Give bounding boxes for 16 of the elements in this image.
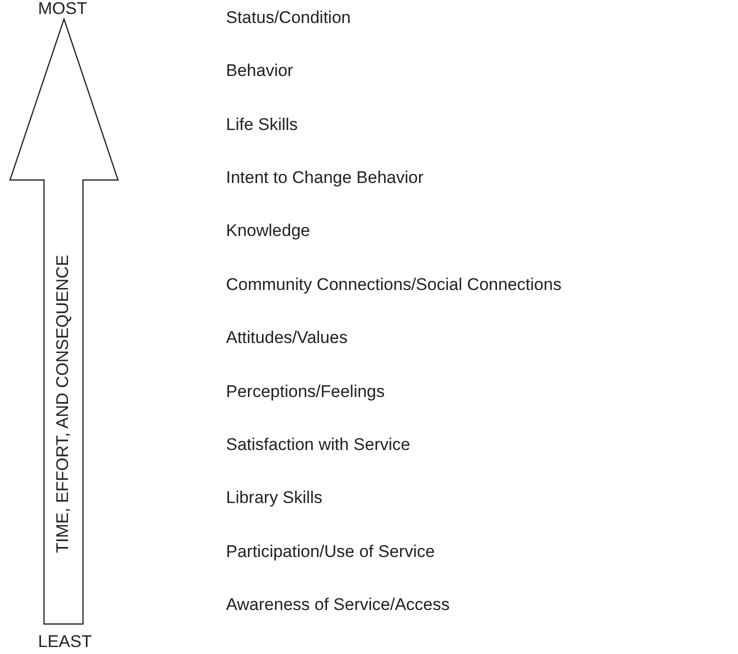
outcome-level-label: Library Skills — [226, 488, 322, 508]
outcome-level-label: Intent to Change Behavior — [226, 168, 424, 188]
scale-end-label: MOST — [38, 0, 88, 19]
outcome-level-label: Attitudes/Values — [226, 328, 348, 348]
outcome-level-label: Community Connections/Social Connections — [226, 274, 562, 295]
scale-end-label: LEAST — [38, 632, 92, 652]
arrow-label: TIME, EFFORT, AND CONSEQUENCE — [52, 254, 73, 556]
outcome-level-label: Awareness of Service/Access — [226, 595, 450, 615]
outcome-level-label: Participation/Use of Service — [226, 542, 435, 562]
outcome-level-label: Behavior — [226, 61, 294, 82]
outcome-level-label: Status/Condition — [226, 8, 351, 28]
outcome-level-label: Satisfaction with Service — [226, 434, 410, 455]
outcome-level-label: Perceptions/Feelings — [226, 382, 385, 402]
outcome-level-label: Knowledge — [226, 221, 310, 242]
up-arrow — [8, 18, 120, 626]
outcome-level-label: Life Skills — [226, 114, 298, 135]
